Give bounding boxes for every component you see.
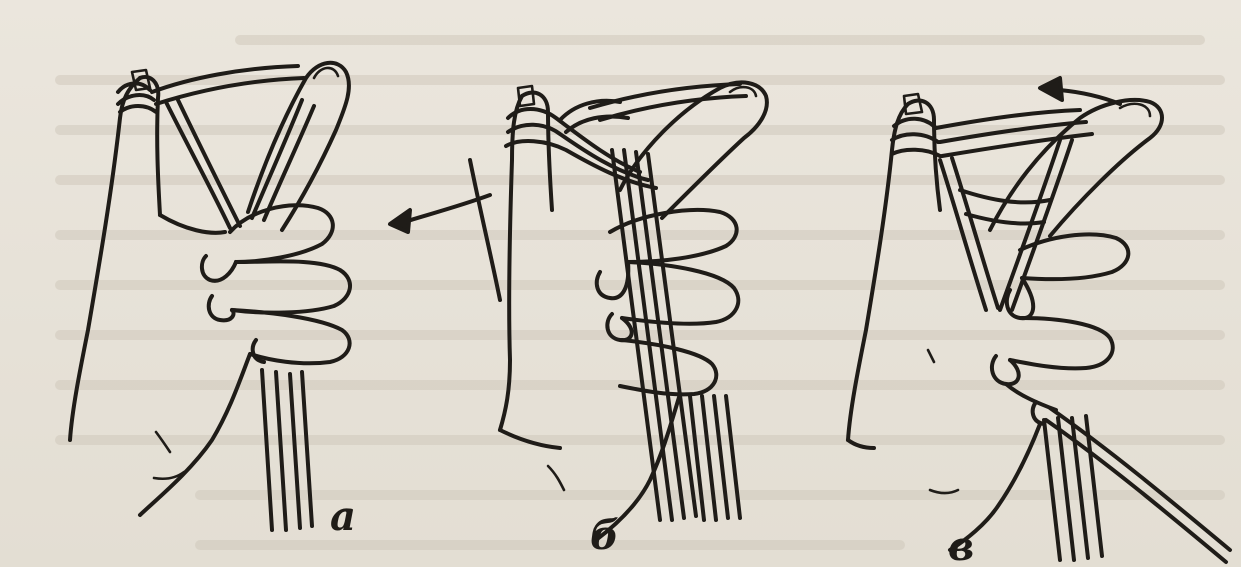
panel-b-hand [470, 82, 767, 540]
panel-v-hand [848, 78, 1230, 562]
panel-label-a: а [330, 497, 356, 537]
panel-label-v: в [948, 527, 974, 567]
bleed-through-lines [60, 40, 1220, 545]
panel-label-b: б [590, 516, 619, 556]
